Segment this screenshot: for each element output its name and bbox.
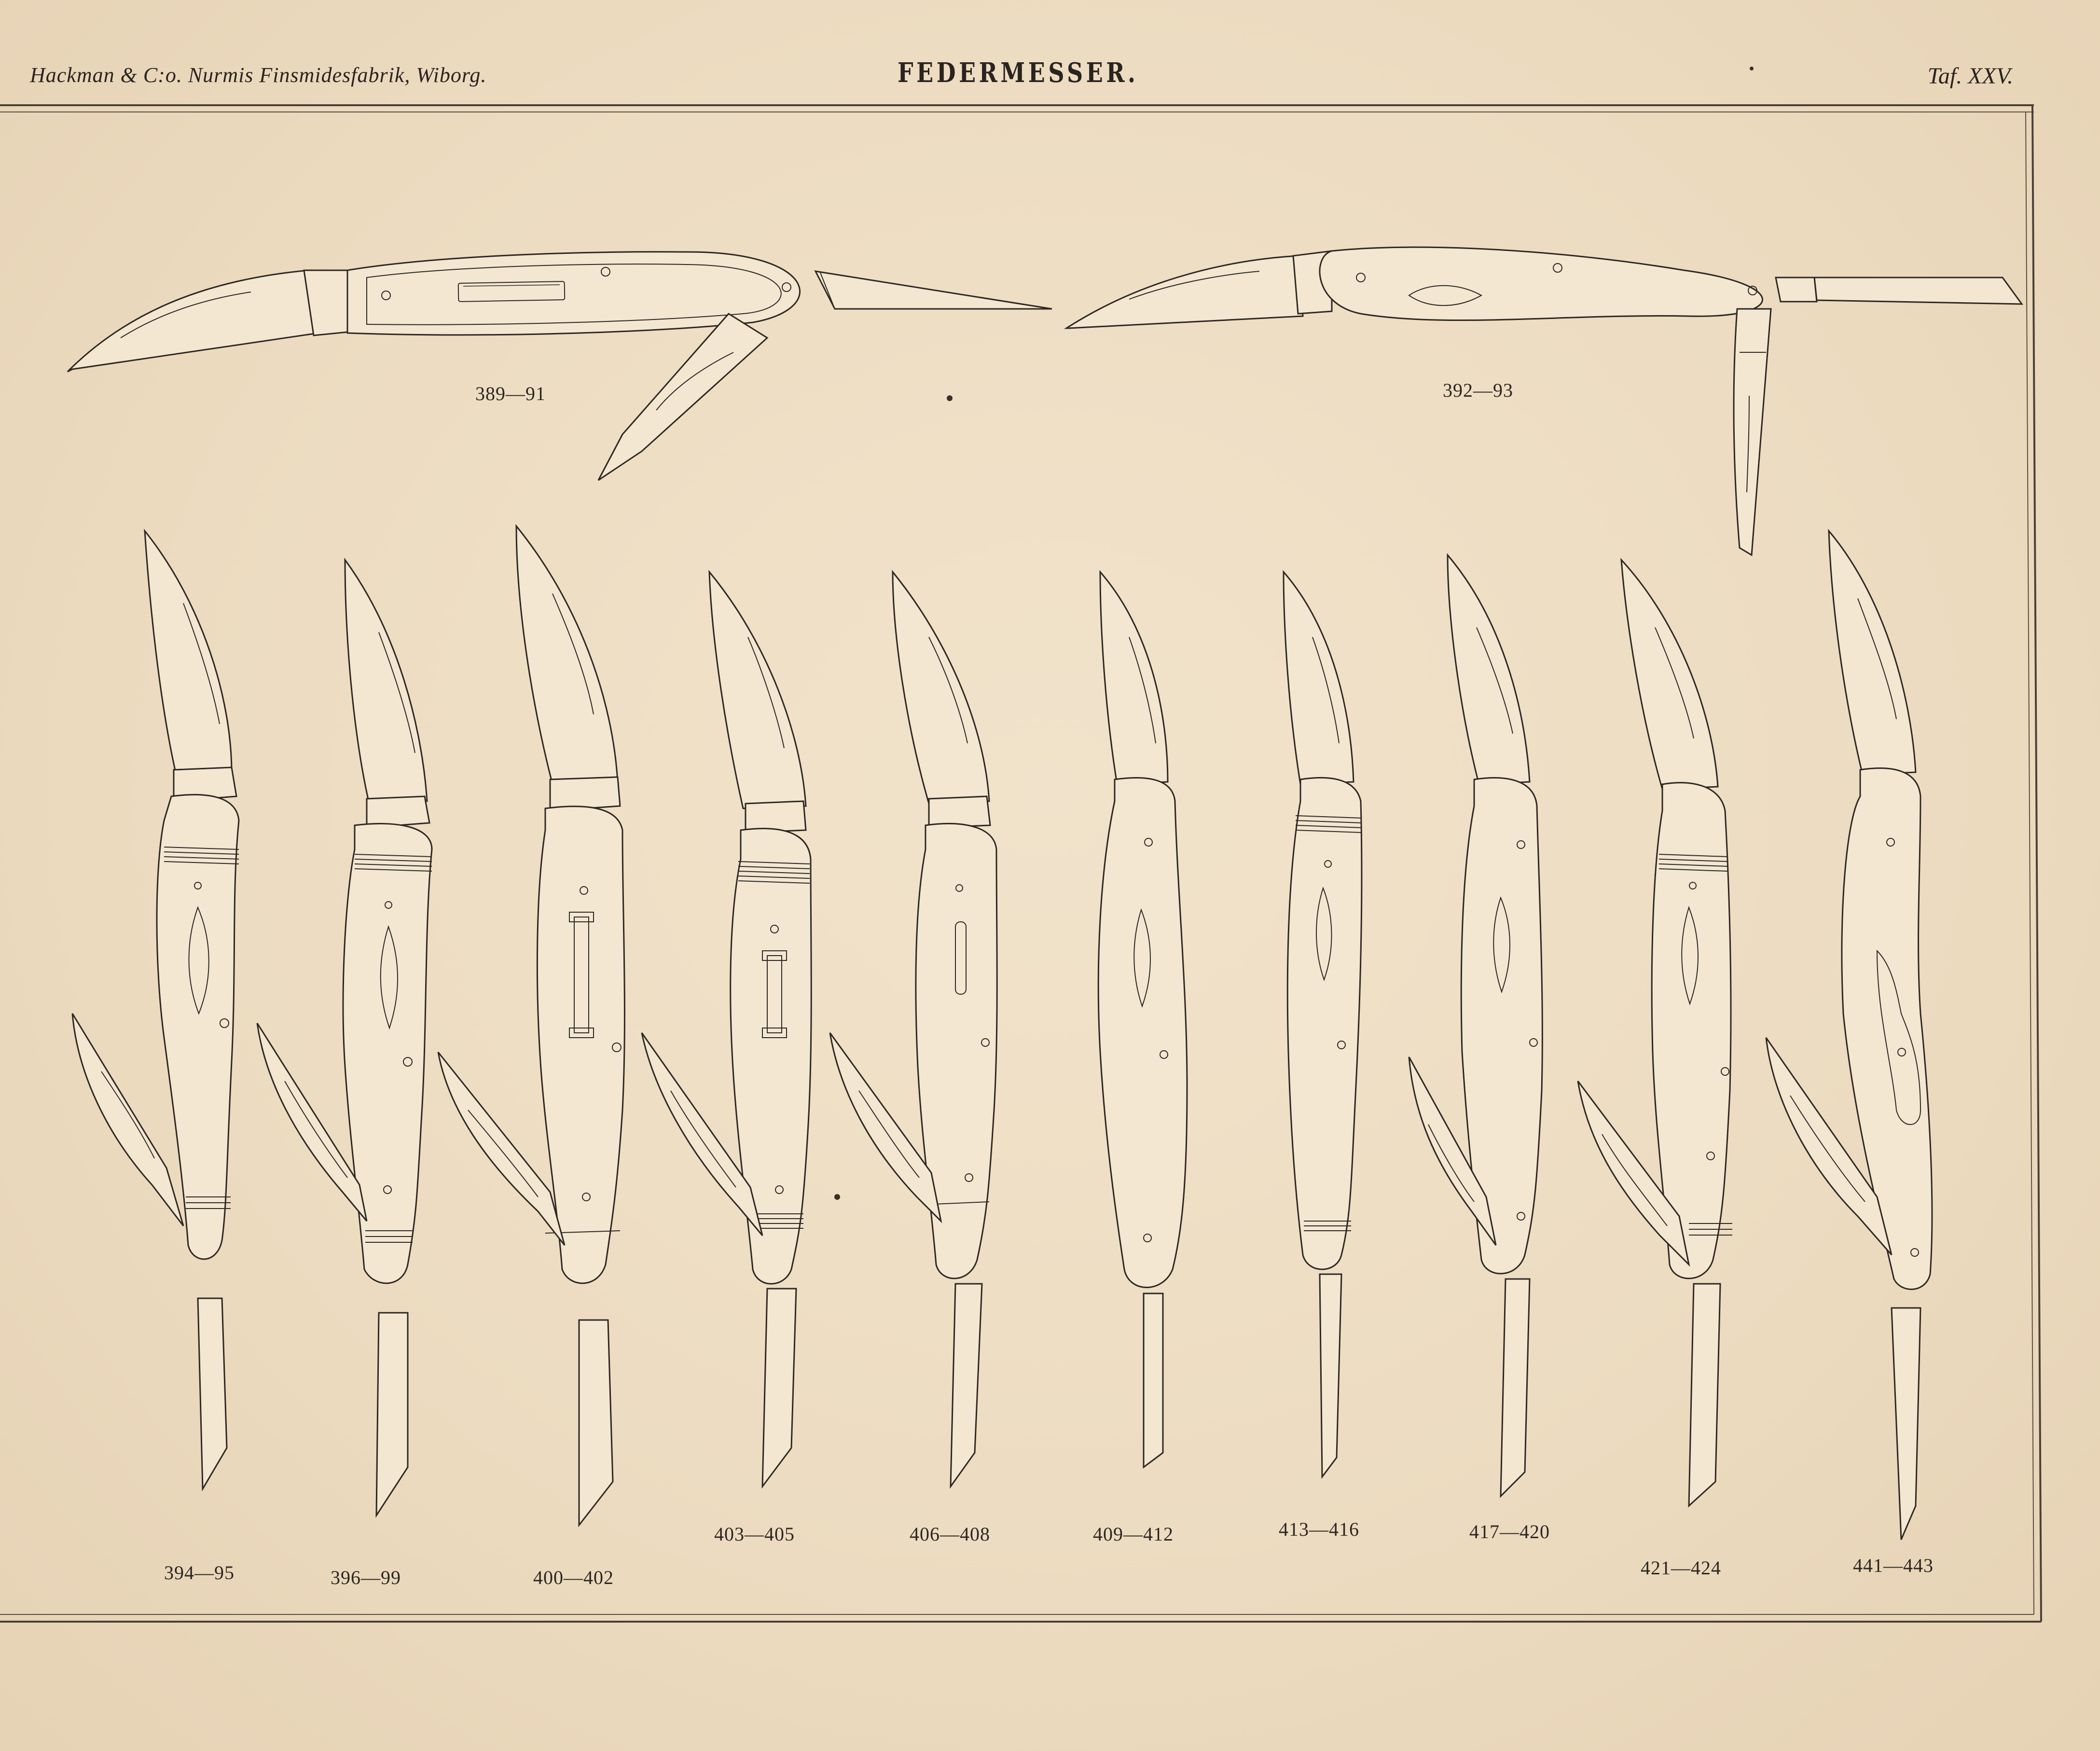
speck bbox=[947, 395, 953, 401]
figure-label-417-420: 417—420 bbox=[1469, 1521, 1550, 1543]
frame-right-rule-inner bbox=[2025, 111, 2034, 1615]
knife-409-412 bbox=[1097, 570, 1188, 1469]
figure-label-441-443: 441—443 bbox=[1853, 1555, 1934, 1576]
plate-title: FEDERMESSER. bbox=[898, 57, 1139, 89]
knife-403-405 bbox=[641, 570, 812, 1489]
figure-label-392-93: 392—93 bbox=[1443, 379, 1513, 401]
figure-label-389-91: 389—91 bbox=[475, 383, 546, 404]
knife-392-93 bbox=[1064, 246, 2023, 556]
plate-number: Taf. XXV. bbox=[1927, 63, 2013, 89]
knife-396-99 bbox=[256, 557, 433, 1518]
speck bbox=[834, 1194, 840, 1200]
figure-label-394-95: 394—95 bbox=[164, 1562, 235, 1584]
figure-label-421-424: 421—424 bbox=[1641, 1557, 1721, 1579]
frame-right-rule bbox=[2031, 106, 2042, 1622]
knife-417-420 bbox=[1408, 553, 1543, 1498]
figure-label-396-99: 396—99 bbox=[331, 1567, 401, 1588]
figure-label-403-405: 403—405 bbox=[714, 1523, 795, 1545]
publisher-line: Hackman & C:o. Nurmis Finsmidesfabrik, W… bbox=[30, 63, 487, 87]
knife-400-402 bbox=[437, 524, 625, 1528]
figure-label-406-408: 406—408 bbox=[910, 1523, 990, 1545]
knife-394-95 bbox=[71, 528, 240, 1492]
speck bbox=[1750, 67, 1754, 70]
knife-421-424 bbox=[1577, 557, 1732, 1508]
figure-label-400-402: 400—402 bbox=[533, 1567, 614, 1588]
knife-413-416 bbox=[1283, 570, 1363, 1479]
figure-label-413-416: 413—416 bbox=[1279, 1518, 1359, 1540]
knife-389-91 bbox=[67, 251, 1052, 481]
knife-441-443 bbox=[1765, 528, 1933, 1540]
figure-label-409-412: 409—412 bbox=[1093, 1523, 1174, 1545]
knife-406-408 bbox=[829, 570, 998, 1489]
